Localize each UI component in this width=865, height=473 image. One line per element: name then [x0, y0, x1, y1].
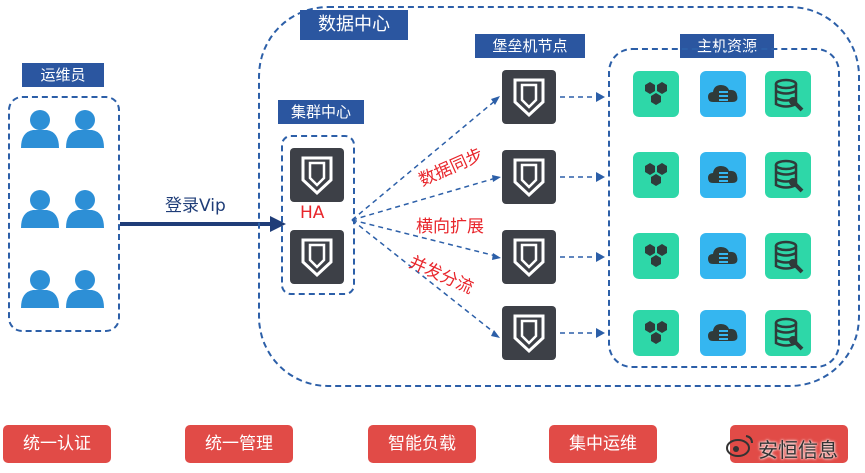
- cluster-center-label: 集群中心: [278, 100, 364, 124]
- shield-icon: [513, 238, 545, 278]
- bastion-node-1: [502, 70, 556, 124]
- horizontal-scale-label: 横向扩展: [416, 217, 484, 237]
- ops-staff-label: 运维员: [22, 63, 104, 87]
- user-icon: [66, 190, 104, 228]
- cloud-server-icon: [700, 152, 746, 198]
- cloud-server-icon: [700, 233, 746, 279]
- database-wrench-icon: [765, 233, 811, 279]
- data-center-label: 数据中心: [300, 10, 408, 40]
- bastion-nodes-label: 堡垒机节点: [475, 34, 585, 58]
- feature-unified-management: 统一管理: [185, 425, 293, 463]
- feature-smart-load: 智能负载: [368, 425, 476, 463]
- login-arrow: [120, 216, 286, 232]
- bastion-node-2: [502, 150, 556, 204]
- shield-icon: [513, 158, 545, 198]
- feature-unified-auth: 统一认证: [3, 425, 111, 463]
- shield-icon: [301, 156, 333, 196]
- database-wrench-icon: [765, 310, 811, 356]
- database-wrench-icon: [765, 152, 811, 198]
- cloud-server-icon: [700, 71, 746, 117]
- ops-staff-group: [8, 96, 120, 332]
- feature-centralized-ops: 集中运维: [549, 425, 657, 463]
- cluster-bastion-2: [290, 230, 344, 284]
- bastion-node-3: [502, 230, 556, 284]
- user-icon: [21, 190, 59, 228]
- user-icon: [21, 270, 59, 308]
- shield-icon: [513, 78, 545, 118]
- data-center-area: [258, 6, 860, 387]
- host-arrows: [560, 92, 605, 338]
- login-vip-label: 登录Vip: [165, 196, 226, 216]
- cluster-center-group: [281, 135, 355, 295]
- weibo-logo-icon: [725, 432, 755, 458]
- watermark-text: 安恒信息: [758, 438, 838, 462]
- feature-button-partial: [730, 425, 848, 463]
- hexagon-cluster-icon: [633, 233, 679, 279]
- bastion-node-4: [502, 306, 556, 360]
- shield-icon: [513, 314, 545, 354]
- database-wrench-icon: [765, 71, 811, 117]
- cluster-bastion-1: [290, 148, 344, 202]
- fanout-arrows: [351, 96, 501, 338]
- ha-label: HA: [300, 203, 325, 223]
- hexagon-cluster-icon: [633, 152, 679, 198]
- user-icon: [21, 110, 59, 148]
- hexagon-cluster-icon: [633, 310, 679, 356]
- user-icon: [66, 270, 104, 308]
- cloud-server-icon: [700, 310, 746, 356]
- shield-icon: [301, 238, 333, 278]
- hexagon-cluster-icon: [633, 71, 679, 117]
- host-resources-group: [608, 48, 840, 368]
- user-icon: [66, 110, 104, 148]
- host-resources-label: 主机资源: [680, 34, 774, 58]
- user-icon-grid: [21, 110, 104, 308]
